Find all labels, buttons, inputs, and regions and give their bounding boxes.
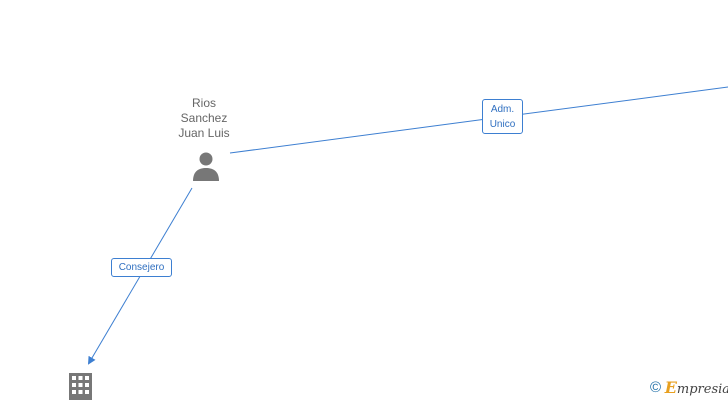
edge-label-adm-unico[interactable]: Adm. Unico <box>482 99 523 134</box>
edge-label-consejero[interactable]: Consejero <box>111 258 172 277</box>
edge-line-adm-unico <box>229 86 728 154</box>
building-icon[interactable] <box>69 373 92 400</box>
person-name-line-2: Sanchez <box>180 111 228 125</box>
person-name-line-3: Juan Luis <box>178 126 230 140</box>
empresia-watermark: © Empresia <box>650 378 728 400</box>
person-icon[interactable] <box>190 150 222 182</box>
brand-logo-rest: mpresia <box>676 382 728 397</box>
brand-logo: Empresia <box>665 378 728 397</box>
copyright-icon: © <box>650 379 662 396</box>
edge-label-adm-line-1: Adm. <box>490 104 515 115</box>
person-name[interactable]: Rios Sanchez Juan Luis <box>164 96 244 141</box>
brand-logo-initial: E <box>664 378 677 397</box>
edge-label-adm-line-2: Unico <box>489 119 516 130</box>
person-name-line-1: Rios <box>191 96 216 110</box>
